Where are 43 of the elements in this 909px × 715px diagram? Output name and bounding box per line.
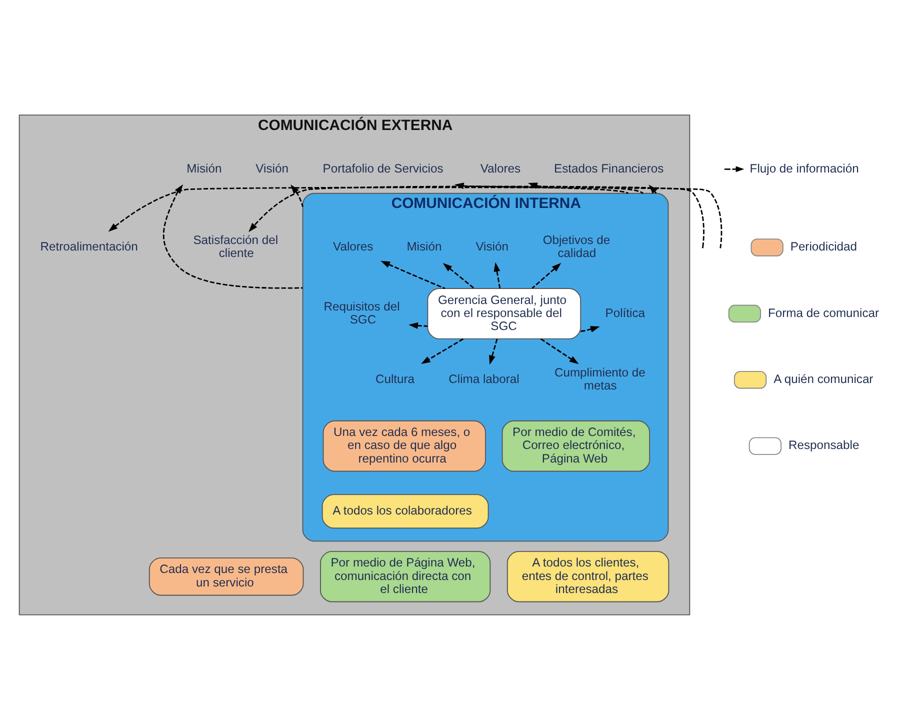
- arrow: [248, 186, 704, 248]
- node-text: Valores: [480, 161, 521, 176]
- node-text: Retroalimentación: [40, 240, 138, 254]
- arrow: [108, 186, 722, 248]
- node-box: A todos los clientes, entes de control, partes interesadas: [506, 550, 670, 602]
- node-box: Cada vez que se presta un servicio: [148, 557, 304, 596]
- legend-label: Responsable: [788, 438, 860, 452]
- node-text: Política: [605, 306, 646, 320]
- legend-label: Flujo de información: [750, 161, 859, 176]
- arrow: [494, 262, 501, 288]
- arrow: [380, 260, 446, 290]
- node-text: Portafolio de Servicios: [322, 161, 444, 176]
- node-box: Por medio de Comités, Correo electrónico, Página Web: [502, 420, 650, 472]
- arrow: [408, 322, 428, 329]
- node-text: Satisfacción del cliente: [193, 233, 278, 260]
- node-box: Una vez cada 6 meses, o en caso de que algo repentino ocurra: [322, 420, 486, 472]
- node-text: Objetivos de calidad: [542, 233, 610, 260]
- arrow: [648, 184, 658, 194]
- node-box: Por medio de Página Web, comunicación directa con el cliente: [320, 550, 491, 602]
- legend-label: A quién comunicar: [774, 372, 874, 386]
- arrow: [540, 338, 579, 364]
- arrow: [532, 262, 562, 289]
- node-text: Visión: [256, 161, 288, 176]
- node-text: Valores: [333, 240, 374, 254]
- node-text: Cumplimiento de metas: [554, 366, 646, 393]
- arrow: [421, 338, 464, 364]
- node-text: Visión: [476, 240, 508, 254]
- arrow: [489, 338, 498, 365]
- legend-label: Periodicidad: [790, 240, 858, 254]
- node-text: Misión: [406, 240, 442, 254]
- node-text: Misión: [186, 161, 222, 176]
- node-text: Estados Financieros: [554, 161, 664, 176]
- arrow: [528, 182, 644, 194]
- node-text: Cultura: [375, 372, 415, 386]
- node-text: Requisitos del SGC: [324, 299, 400, 326]
- arrow: [580, 326, 600, 332]
- node-text: Clima laboral: [448, 372, 520, 386]
- legend-label: Forma de comunicar: [768, 306, 880, 320]
- node-box: Gerencia General, junto con el responsable del SGC: [427, 288, 582, 340]
- arrow: [290, 184, 304, 207]
- arrow: [163, 184, 303, 289]
- arrow: [442, 262, 474, 289]
- node-box: A todos los colaboradores: [322, 494, 489, 529]
